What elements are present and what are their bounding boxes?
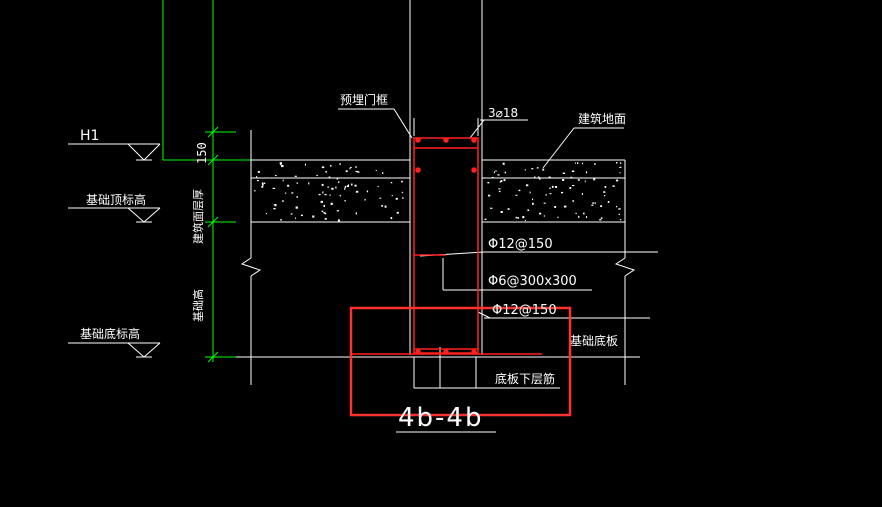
rebar-cage <box>350 137 542 355</box>
label-foundation-height: 基础高 <box>191 289 205 322</box>
label-slab: 基础底板 <box>570 333 618 348</box>
section-title: 4b-4b <box>398 403 483 433</box>
label-rebar-tie: Φ6@300x300 <box>488 274 577 289</box>
highlight-box[interactable] <box>349 306 572 417</box>
dimension-lines <box>162 0 252 363</box>
foundation-structure <box>236 0 640 389</box>
label-foundation-bottom: 基础底标高 <box>80 326 140 341</box>
level-markers <box>68 143 161 358</box>
label-slab-bottom-bar: 底板下层筋 <box>495 371 555 386</box>
label-dim-150: 150 <box>195 142 209 164</box>
label-foundation-top: 基础顶标高 <box>86 192 146 207</box>
label-h1: H1 <box>80 128 99 144</box>
label-floor-thickness: 建筑面层厚 <box>191 189 205 244</box>
label-rebar-slab: Φ12@150 <box>492 303 557 318</box>
label-floor-finish: 建筑地面 <box>578 111 626 126</box>
label-embedded-frame: 预埋门框 <box>340 92 388 107</box>
label-rebar-stirrup: Φ12@150 <box>488 237 553 252</box>
label-rebar-top: 3⌀18 <box>488 106 518 120</box>
leader-lines <box>338 108 658 319</box>
concrete-hatch <box>254 162 622 222</box>
